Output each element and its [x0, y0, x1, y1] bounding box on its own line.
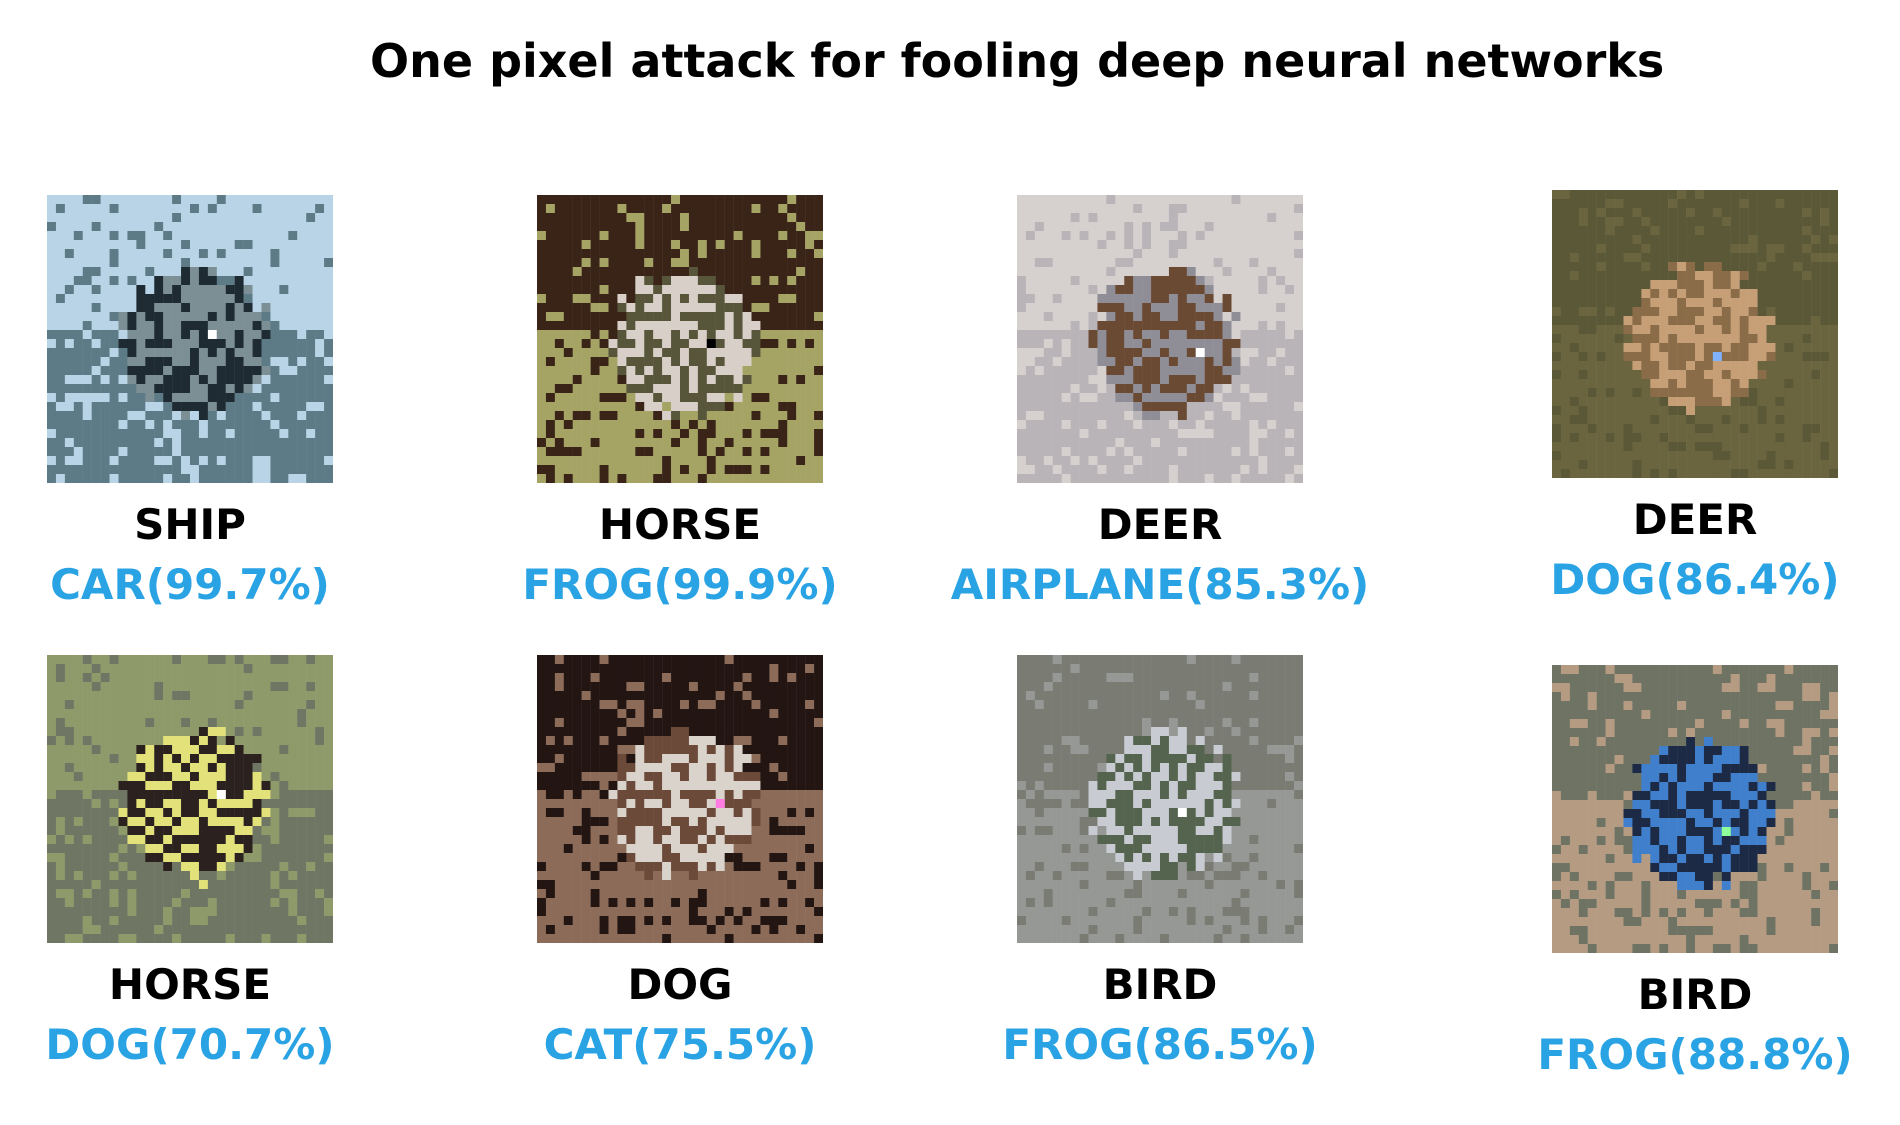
true-label: BIRD: [1637, 970, 1753, 1019]
example-card: DEER AIRPLANE(85.3%): [950, 195, 1370, 611]
true-label: HORSE: [598, 500, 762, 549]
example-card: DOG CAT(75.5%): [470, 655, 890, 1071]
bird-image: [1017, 655, 1303, 943]
predicted-label: FROG(86.5%): [1002, 1020, 1318, 1069]
attacked-pixel: [1195, 348, 1205, 357]
pixel-mosaic: [1552, 190, 1838, 478]
horse-image: [537, 195, 823, 483]
pixel-mosaic: [537, 195, 823, 483]
pixel-mosaic: [47, 655, 333, 943]
pixel-mosaic: [537, 655, 823, 943]
attacked-pixel: [706, 339, 716, 348]
example-card: BIRD FROG(88.8%): [1485, 665, 1900, 1081]
predicted-label: CAR(99.7%): [50, 560, 330, 609]
predicted-label: DOG(70.7%): [45, 1020, 335, 1069]
attacked-pixel: [1177, 808, 1187, 817]
attacked-pixel: [1721, 827, 1731, 836]
true-label: DEER: [1632, 495, 1758, 544]
ship-image: [47, 195, 333, 483]
predicted-label: CAT(75.5%): [543, 1020, 817, 1069]
attacked-pixel: [715, 799, 725, 808]
pixel-mosaic: [47, 195, 333, 483]
horse-rider-image: [47, 655, 333, 943]
true-label: DEER: [1097, 500, 1223, 549]
predicted-label: FROG(88.8%): [1537, 1030, 1853, 1079]
bird-image: [1552, 665, 1838, 953]
pixel-mosaic: [1017, 655, 1303, 943]
dog-image: [537, 655, 823, 943]
predicted-label: AIRPLANE(85.3%): [950, 560, 1370, 609]
true-label: HORSE: [108, 960, 272, 1009]
example-card: HORSE DOG(70.7%): [0, 655, 400, 1071]
page-title: One pixel attack for fooling deep neural…: [370, 34, 1665, 88]
attacked-pixel: [216, 790, 226, 799]
predicted-label: DOG(86.4%): [1550, 555, 1840, 604]
true-label: SHIP: [134, 500, 246, 549]
deer-image: [1017, 195, 1303, 483]
true-label: BIRD: [1102, 960, 1218, 1009]
attacked-pixel: [1712, 352, 1722, 361]
example-card: BIRD FROG(86.5%): [950, 655, 1370, 1071]
attacked-pixel: [207, 330, 217, 339]
pixel-mosaic: [1552, 665, 1838, 953]
predicted-label: FROG(99.9%): [522, 560, 838, 609]
true-label: DOG: [627, 960, 733, 1009]
example-card: SHIP CAR(99.7%): [0, 195, 400, 611]
pixel-mosaic: [1017, 195, 1303, 483]
example-card: HORSE FROG(99.9%): [470, 195, 890, 611]
deer-image: [1552, 190, 1838, 478]
example-card: DEER DOG(86.4%): [1485, 190, 1900, 606]
